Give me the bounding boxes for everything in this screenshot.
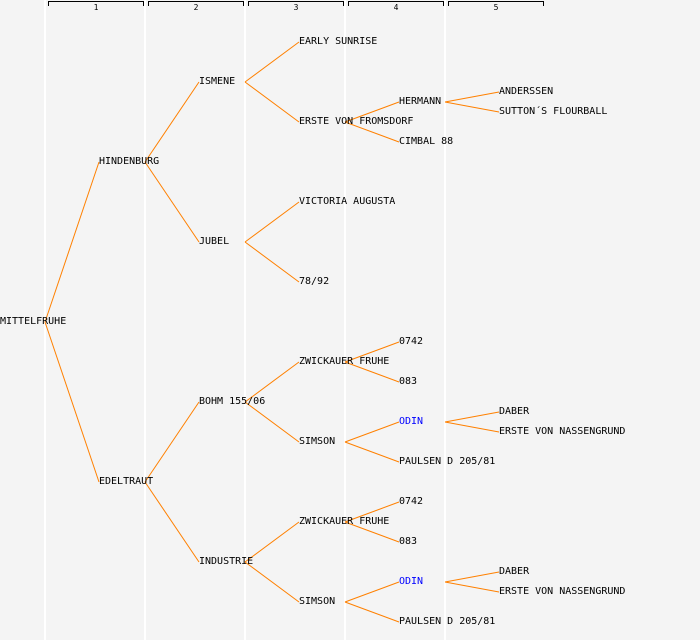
pedigree-connector bbox=[344, 601, 400, 623]
pedigree-connector bbox=[244, 361, 300, 403]
pedigree-connector bbox=[344, 581, 400, 603]
pedigree-connector bbox=[144, 481, 200, 563]
pedigree-connector bbox=[444, 421, 500, 433]
pedigree-connector bbox=[444, 571, 500, 583]
pedigree-connector bbox=[244, 241, 300, 283]
pedigree-connector bbox=[244, 201, 300, 243]
pedigree-node[interactable]: ERSTE VON NASSENGRUND bbox=[499, 426, 626, 437]
pedigree-node[interactable]: VICTORIA AUGUSTA bbox=[299, 196, 396, 207]
pedigree-node[interactable]: PAULSEN D 205/81 bbox=[399, 616, 496, 627]
pedigree-node[interactable]: 083 bbox=[399, 536, 418, 547]
pedigree-connector bbox=[144, 401, 200, 483]
generation-header-3: 3 bbox=[293, 3, 299, 12]
pedigree-connector bbox=[44, 161, 100, 323]
generation-header-5: 5 bbox=[493, 3, 499, 12]
pedigree-node[interactable]: ISMENE bbox=[199, 76, 236, 87]
generation-header-bracket bbox=[448, 1, 544, 6]
pedigree-connector bbox=[244, 81, 300, 123]
pedigree-node[interactable]: 0742 bbox=[399, 496, 424, 507]
generation-header-bracket bbox=[248, 1, 344, 6]
pedigree-node[interactable]: DABER bbox=[499, 406, 530, 417]
pedigree-connector bbox=[344, 121, 400, 143]
pedigree-node[interactable]: EARLY SUNRISE bbox=[299, 36, 378, 47]
pedigree-connector bbox=[344, 101, 400, 123]
pedigree-connector bbox=[244, 41, 300, 83]
pedigree-connector bbox=[244, 561, 300, 603]
column-separator bbox=[44, 0, 46, 640]
pedigree-node[interactable]: 083 bbox=[399, 376, 418, 387]
pedigree-node[interactable]: HERMANN bbox=[399, 96, 442, 107]
pedigree-node[interactable]: BOHM 155/06 bbox=[199, 396, 266, 407]
pedigree-node[interactable]: SIMSON bbox=[299, 596, 336, 607]
pedigree-connector bbox=[444, 411, 500, 423]
pedigree-connector bbox=[144, 161, 200, 243]
pedigree-node[interactable]: ZWICKAUER FRUHE bbox=[299, 516, 390, 527]
generation-header-2: 2 bbox=[193, 3, 199, 12]
pedigree-node[interactable]: SUTTON´S FLOURBALL bbox=[499, 106, 608, 117]
pedigree-node[interactable]: ERSTE VON NASSENGRUND bbox=[499, 586, 626, 597]
pedigree-connector bbox=[144, 81, 200, 163]
pedigree-connector bbox=[444, 91, 500, 103]
pedigree-node[interactable]: INDUSTRIE bbox=[199, 556, 254, 567]
pedigree-connector bbox=[344, 501, 400, 523]
pedigree-connector bbox=[444, 581, 500, 593]
pedigree-node[interactable]: ERSTE VON FROMSDORF bbox=[299, 116, 414, 127]
pedigree-node[interactable]: ODIN bbox=[399, 576, 424, 587]
pedigree-connector bbox=[344, 341, 400, 363]
pedigree-node[interactable]: HINDENBURG bbox=[99, 156, 160, 167]
pedigree-node[interactable]: 78/92 bbox=[299, 276, 330, 287]
pedigree-connector bbox=[344, 441, 400, 463]
pedigree-node[interactable]: EDELTRAUT bbox=[99, 476, 154, 487]
column-separator bbox=[144, 0, 146, 640]
pedigree-connector bbox=[344, 421, 400, 443]
column-separator bbox=[344, 0, 346, 640]
pedigree-node[interactable]: PAULSEN D 205/81 bbox=[399, 456, 496, 467]
generation-header-bracket bbox=[348, 1, 444, 6]
pedigree-connector bbox=[344, 361, 400, 383]
pedigree-connector bbox=[44, 321, 100, 483]
pedigree-node[interactable]: JUBEL bbox=[199, 236, 230, 247]
pedigree-node[interactable]: CIMBAL 88 bbox=[399, 136, 454, 147]
pedigree-node[interactable]: DABER bbox=[499, 566, 530, 577]
pedigree-node[interactable]: SIMSON bbox=[299, 436, 336, 447]
generation-header-4: 4 bbox=[393, 3, 399, 12]
column-separator bbox=[244, 0, 246, 640]
pedigree-node[interactable]: 0742 bbox=[399, 336, 424, 347]
column-separator bbox=[444, 0, 446, 640]
pedigree-node[interactable]: ODIN bbox=[399, 416, 424, 427]
pedigree-node[interactable]: ZWICKAUER FRUHE bbox=[299, 356, 390, 367]
pedigree-root[interactable]: MITTELFRUHE bbox=[0, 316, 67, 327]
generation-header-bracket bbox=[148, 1, 244, 6]
pedigree-connector bbox=[244, 521, 300, 563]
pedigree-connector bbox=[344, 521, 400, 543]
generation-header-bracket bbox=[48, 1, 144, 6]
pedigree-connector bbox=[444, 101, 500, 113]
generation-header-1: 1 bbox=[93, 3, 99, 12]
pedigree-node[interactable]: ANDERSSEN bbox=[499, 86, 554, 97]
pedigree-connector bbox=[244, 401, 300, 443]
